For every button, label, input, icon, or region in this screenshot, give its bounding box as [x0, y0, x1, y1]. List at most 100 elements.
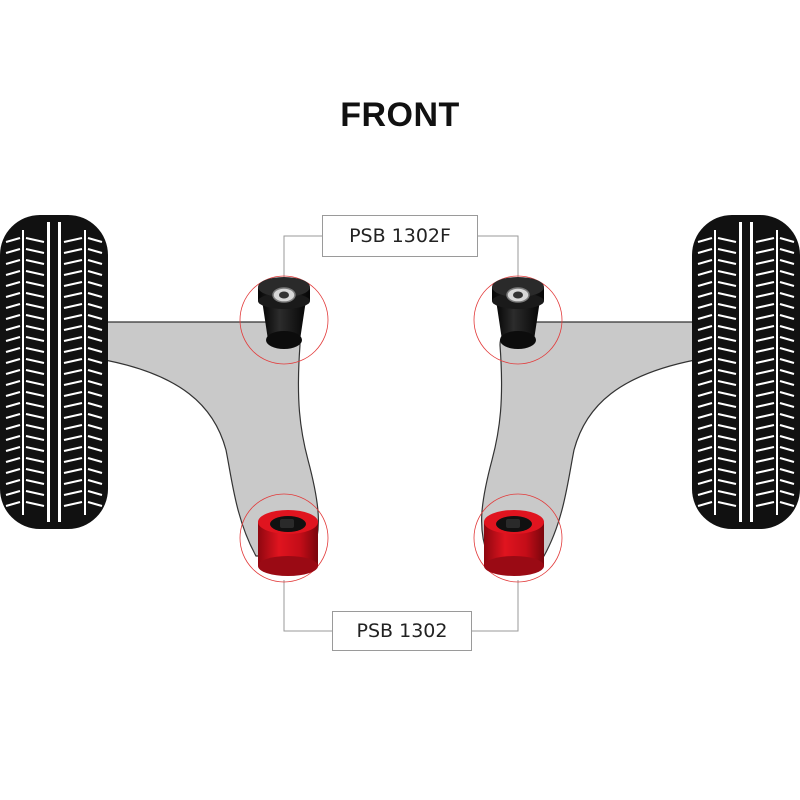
left-tyre-icon	[0, 215, 108, 529]
tyre-tread-mark	[697, 457, 713, 463]
tyre-tread-mark	[63, 325, 83, 331]
tyre-tread-mark	[779, 303, 795, 309]
upper-right-bush	[492, 277, 544, 349]
highlight-circles	[239, 275, 563, 583]
tyre-tread-mark	[717, 435, 737, 441]
tyre-tread-mark	[755, 248, 775, 254]
tyre-tread-mark	[87, 369, 103, 375]
tyre-tread-mark	[87, 501, 103, 507]
tyre-tread-mark	[717, 490, 737, 496]
tyre-tread-mark	[63, 490, 83, 496]
tyre-tread-mark	[87, 435, 103, 441]
tyre-tread-mark	[25, 281, 45, 287]
tyre-tread-mark	[25, 501, 45, 507]
tyre-tread-mark	[63, 358, 83, 364]
tyre-tread-mark	[87, 468, 103, 474]
tyre-tread-mark	[63, 446, 83, 452]
tyre-tread-mark	[87, 424, 103, 430]
tyre-tread-mark	[5, 446, 21, 452]
tyre-tread-mark	[25, 479, 45, 485]
tyre-tread-mark	[5, 468, 21, 474]
tyre-tread-mark	[779, 446, 795, 452]
tyre-tread-mark	[87, 237, 103, 243]
tyre-tread-mark	[87, 490, 103, 496]
tyre-tread-mark	[63, 292, 83, 298]
tyre-tread-mark	[697, 424, 713, 430]
tyre-tread-mark	[63, 457, 83, 463]
tyre-tread-mark	[25, 391, 45, 397]
tyre-tread-mark	[755, 347, 775, 353]
tyre-tread-mark	[5, 259, 21, 265]
tyre-tread-mark	[25, 237, 45, 243]
tyre-tread-mark	[717, 248, 737, 254]
tyre-tread-mark	[87, 336, 103, 342]
tyre-tread-mark	[87, 446, 103, 452]
tyre-tread-mark	[5, 292, 21, 298]
tyre-tread-mark	[779, 413, 795, 419]
tyre-tread-mark	[25, 490, 45, 496]
tyre-tread-mark	[755, 391, 775, 397]
leader-lines	[283, 235, 519, 632]
tyre-tread-mark	[63, 248, 83, 254]
tyre-tread-mark	[87, 248, 103, 254]
tyre-tread-mark	[717, 369, 737, 375]
tyre-tread-mark	[779, 270, 795, 276]
tyre-tread-mark	[755, 358, 775, 364]
lower-left-bush	[258, 510, 318, 576]
tyre-tread-mark	[87, 380, 103, 386]
right-control-arm	[481, 321, 701, 557]
tyre-tread-mark	[755, 457, 775, 463]
tyre-tread-mark	[697, 468, 713, 474]
tyre-tread-mark	[25, 380, 45, 386]
tyre-tread-mark	[25, 358, 45, 364]
tyre-tread-mark	[717, 237, 737, 243]
tyre-tread-mark	[5, 270, 21, 276]
tyre-tread-mark	[779, 248, 795, 254]
tyre-tread-mark	[697, 248, 713, 254]
tyre-tread-mark	[755, 237, 775, 243]
tyre-tread-mark	[5, 336, 21, 342]
tyre-tread-mark	[717, 347, 737, 353]
tyre-tread-mark	[5, 248, 21, 254]
tyre-tread-mark	[25, 303, 45, 309]
highlight-circle-lower-right	[473, 493, 563, 583]
tyre-tread-mark	[697, 435, 713, 441]
tyre-tread-mark	[697, 314, 713, 320]
page-title: FRONT	[340, 96, 460, 134]
tyre-tread-mark	[697, 347, 713, 353]
tyre-tread-mark	[717, 479, 737, 485]
tyre-tread-mark	[755, 424, 775, 430]
tyre-tread-mark	[25, 248, 45, 254]
tyre-tread-mark	[5, 457, 21, 463]
lower-right-bush	[484, 510, 544, 576]
leader-line-lower-right	[472, 580, 519, 632]
tyre-tread-mark	[779, 369, 795, 375]
tyre-tread-mark	[25, 336, 45, 342]
tyre-tread-mark	[779, 237, 795, 243]
tyre-tread-mark	[717, 281, 737, 287]
tyre-tread-mark	[25, 402, 45, 408]
tyre-tread-mark	[779, 435, 795, 441]
tyre-tread-mark	[87, 479, 103, 485]
tyre-tread-mark	[717, 336, 737, 342]
tyre-tread-mark	[779, 380, 795, 386]
tyre-tread-mark	[5, 435, 21, 441]
tyre-tread-mark	[779, 490, 795, 496]
highlight-circle-upper-left	[239, 275, 329, 365]
tyre-tread-mark	[697, 501, 713, 507]
tyre-tread-mark	[717, 457, 737, 463]
tyre-tread-mark	[63, 369, 83, 375]
tyre-tread-mark	[779, 424, 795, 430]
tyre-tread-mark	[25, 424, 45, 430]
tyre-tread-mark	[779, 325, 795, 331]
tyre-tread-mark	[63, 281, 83, 287]
tyre-tread-mark	[717, 358, 737, 364]
tyre-tread-mark	[697, 237, 713, 243]
tyre-tread-mark	[717, 303, 737, 309]
tyre-tread-mark	[87, 303, 103, 309]
tyre-tread-mark	[779, 501, 795, 507]
tyre-tread-mark	[5, 325, 21, 331]
tyre-tread-mark	[25, 347, 45, 353]
tyre-tread-mark	[5, 402, 21, 408]
tyre-tread-mark	[63, 424, 83, 430]
